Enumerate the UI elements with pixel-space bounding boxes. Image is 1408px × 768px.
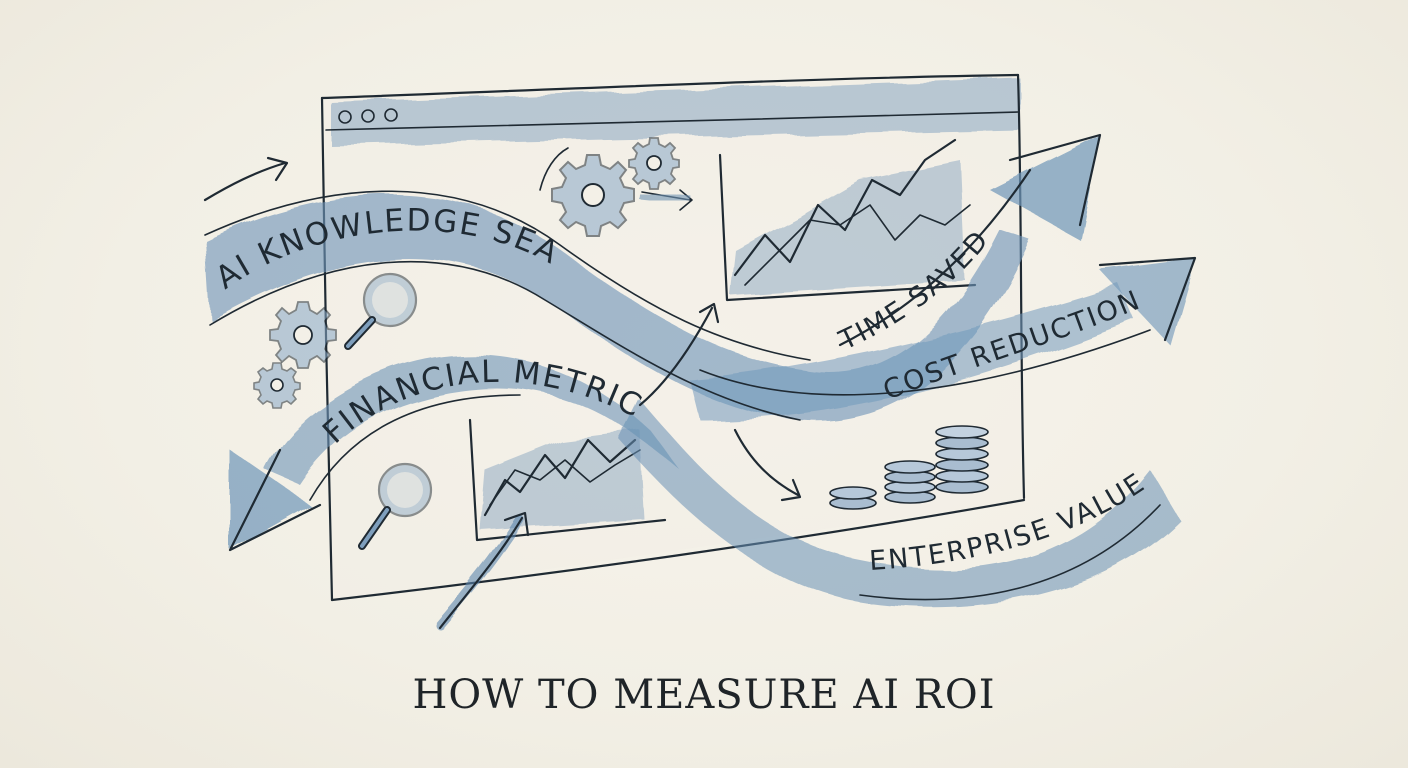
magnifier-icon: [344, 272, 418, 350]
page-title: HOW TO MEASURE AI ROI: [412, 672, 996, 718]
coin-stack-icon: [829, 425, 989, 510]
arrow-icon: [638, 302, 720, 407]
arrow-icon: [539, 147, 693, 211]
window-dots: [338, 108, 398, 124]
arrow-icon: [733, 428, 802, 502]
gear-icon: [551, 154, 635, 237]
gear-icon: [628, 137, 680, 190]
line-chart-icon: [718, 138, 977, 302]
ribbon-outlines: [204, 133, 1197, 601]
magnifier-icon: [358, 462, 433, 550]
arrow-icon: [203, 156, 289, 202]
gear-icon: [269, 301, 337, 369]
arrow-icon: [435, 511, 530, 630]
gear-icon: [253, 362, 301, 409]
line-chart-icon: [468, 418, 667, 542]
